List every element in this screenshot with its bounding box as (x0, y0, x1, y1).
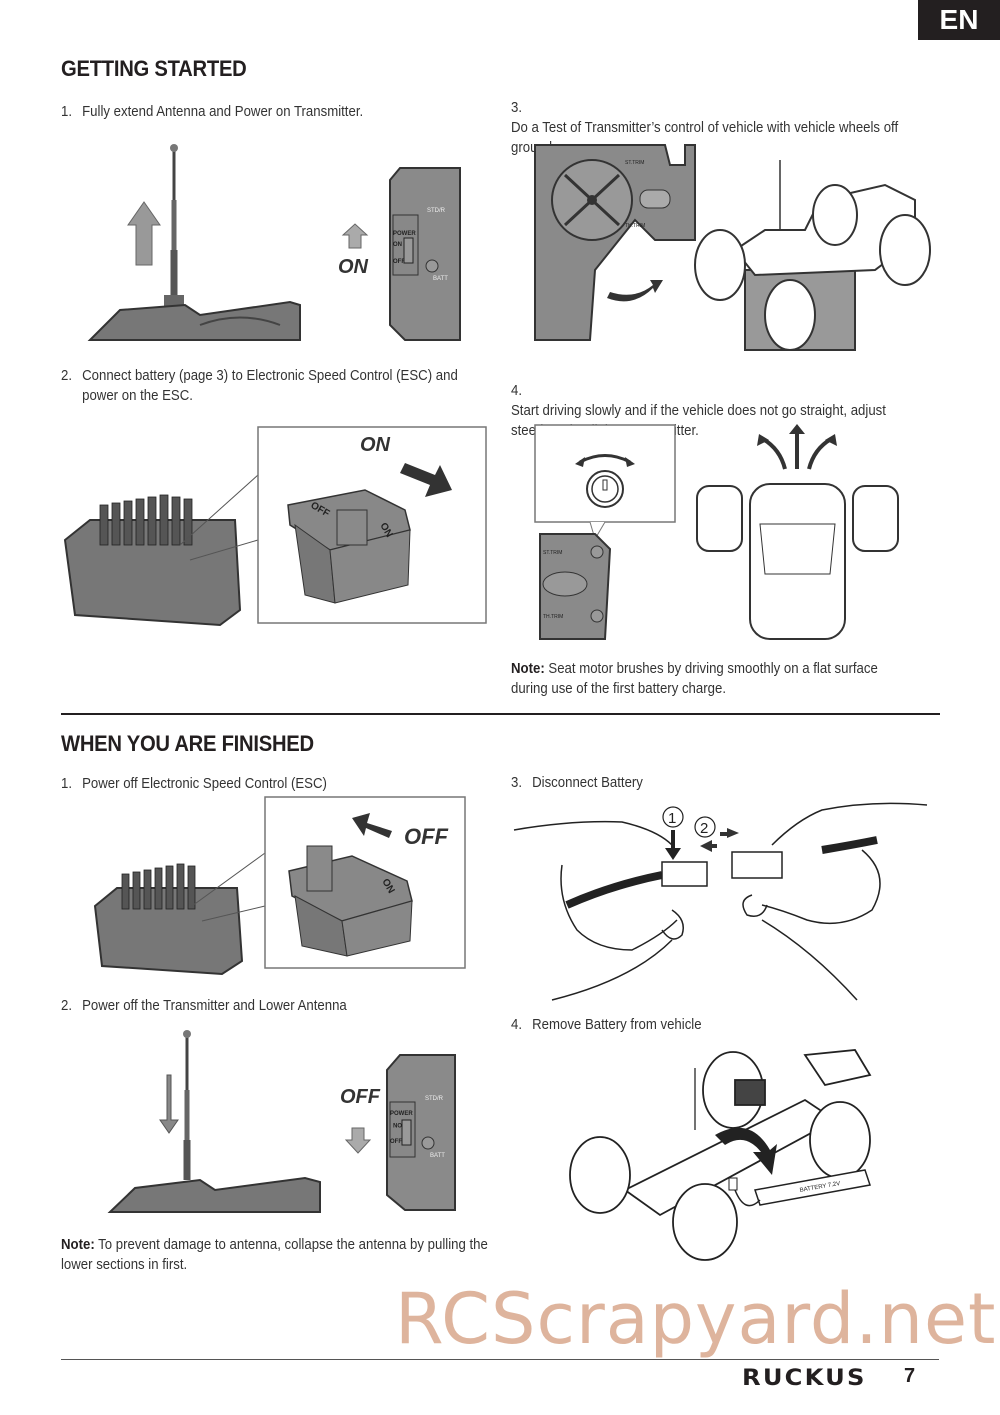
when-finished-title: WHEN YOU ARE FINISHED (61, 731, 314, 756)
step-number: 3. (511, 774, 523, 791)
arrow-right-icon (720, 828, 739, 838)
getting-started-step-1: 1. Fully extend Antenna and Power on Tran… (61, 102, 483, 122)
transmitter-test-illustration: ST.TRIM TH.TRIM (534, 144, 931, 351)
step-number: 2. (61, 997, 73, 1014)
antenna-lower-illustration: OFF POWER ON OFF STD/R BATT (107, 1030, 456, 1213)
esc-power-on-illustration: ON OFF ON (63, 426, 487, 627)
step-text: Power off the Transmitter and Lower Ante… (82, 997, 347, 1014)
note-text: To prevent damage to antenna, collapse t… (61, 1236, 488, 1273)
tx-off-label: OFF (340, 1086, 381, 1108)
svg-text:BATT: BATT (430, 1153, 445, 1159)
transmitter-side (389, 167, 461, 341)
direction-arrows-icon (761, 429, 833, 470)
step-1-number: 1 (668, 810, 676, 827)
arrow-left-up-icon (352, 813, 392, 838)
watermark: RCScrapyard.net (395, 1278, 997, 1360)
step-text: Power off Electronic Speed Control (ESC) (82, 775, 327, 792)
step-2-number: 2 (700, 820, 708, 837)
svg-text:TH.TRIM: TH.TRIM (543, 614, 563, 620)
transmitter-body (87, 300, 301, 341)
brand-logo: RUCKUS (742, 1366, 867, 1391)
svg-text:ST.TRIM: ST.TRIM (625, 160, 644, 166)
svg-text:ON: ON (393, 1121, 402, 1127)
section-divider (61, 713, 940, 715)
remove-battery-illustration: BATTERY 7.2V (569, 1049, 872, 1261)
step-text: Disconnect Battery (532, 774, 643, 791)
note-label: Note: (511, 660, 545, 677)
getting-started-step-2: 2. Connect battery (page 3) to Electronic… (61, 366, 483, 406)
language-tab-label: EN (939, 4, 979, 35)
esc-icon (93, 863, 244, 976)
step-number: 3. (511, 99, 523, 116)
getting-started-note: Note: Seat motor brushes by driving smoo… (511, 659, 916, 699)
esc-off-label: OFF (404, 824, 449, 849)
when-finished-step-4: 4. Remove Battery from vehicle (511, 1015, 916, 1035)
svg-text:ON: ON (393, 242, 402, 248)
svg-text:BATT: BATT (433, 276, 448, 282)
step-number: 1. (61, 775, 73, 792)
getting-started-title: GETTING STARTED (61, 56, 247, 81)
connector-female-icon (731, 851, 783, 879)
note-text: Seat motor brushes by driving smoothly o… (511, 660, 878, 697)
arrow-down-small-icon (344, 1127, 372, 1154)
transmitter-side (386, 1054, 456, 1211)
footer-divider (61, 1359, 939, 1360)
steering-trim-illustration: ST.TRIM TH.TRIM (534, 424, 899, 640)
antenna-icon (164, 144, 184, 310)
esc-switch-icon: ON (288, 845, 413, 957)
when-finished-step-3: 3. Disconnect Battery (511, 773, 916, 793)
arrow-down-icon (159, 1074, 179, 1134)
when-finished-step-1: 1. Power off Electronic Speed Control (ES… (61, 774, 466, 794)
esc-power-off-illustration: OFF ON (93, 796, 466, 976)
esc-switch-icon: OFF ON (287, 489, 411, 604)
antenna-extend-illustration: ON POWER ON OFF STD/R BATT (87, 144, 461, 341)
step-number: 4. (511, 382, 523, 399)
when-finished-step-2: 2. Power off the Transmitter and Lower An… (61, 996, 466, 1016)
curved-arrow-down-icon (715, 1127, 777, 1175)
arrow-right-down-icon (400, 463, 452, 497)
tx-on-label: ON (338, 256, 369, 278)
svg-text:STD/R: STD/R (425, 1096, 444, 1102)
svg-text:STD/R: STD/R (427, 208, 446, 214)
language-tab: EN (918, 0, 1000, 40)
truck-top-view-icon (696, 483, 899, 640)
step-1-circle (662, 806, 684, 828)
note-label: Note: (61, 1236, 95, 1253)
step-text: Fully extend Antenna and Power on Transm… (82, 103, 364, 120)
battery-pack-icon: BATTERY 7.2V (728, 1169, 871, 1207)
page-number: 7 (904, 1365, 916, 1387)
disconnect-battery-illustration: 1 2 (513, 802, 928, 1001)
esc-icon (63, 494, 242, 627)
arrow-up-small-icon (341, 223, 369, 249)
esc-on-label: ON (360, 434, 391, 456)
svg-text:ST.TRIM: ST.TRIM (543, 550, 562, 556)
arrow-left-icon (700, 840, 717, 852)
svg-text:POWER: POWER (393, 231, 416, 237)
step-text: Remove Battery from vehicle (532, 1016, 702, 1033)
step-text: Connect battery (page 3) to Electronic S… (82, 367, 458, 404)
arrow-up-icon (127, 201, 161, 266)
step-number: 4. (511, 1016, 523, 1033)
step-number: 1. (61, 103, 73, 120)
chassis-icon (569, 1049, 872, 1261)
curved-arrow-icon (607, 280, 663, 302)
transmitter-body (107, 1176, 321, 1213)
svg-text:POWER: POWER (390, 1111, 413, 1117)
antenna-icon (183, 1030, 191, 1180)
svg-text:TH.TRIM: TH.TRIM (625, 223, 645, 229)
arrow-down-icon (665, 830, 681, 860)
connector-male-icon (661, 861, 708, 887)
step-number: 2. (61, 367, 73, 384)
hands-icon (513, 802, 928, 1001)
svg-text:OFF: OFF (393, 259, 405, 265)
when-finished-note: Note: To prevent damage to antenna, coll… (61, 1235, 492, 1275)
step-2-circle (694, 816, 716, 838)
svg-text:OFF: OFF (390, 1139, 402, 1145)
truck-on-stand-icon (694, 160, 931, 351)
